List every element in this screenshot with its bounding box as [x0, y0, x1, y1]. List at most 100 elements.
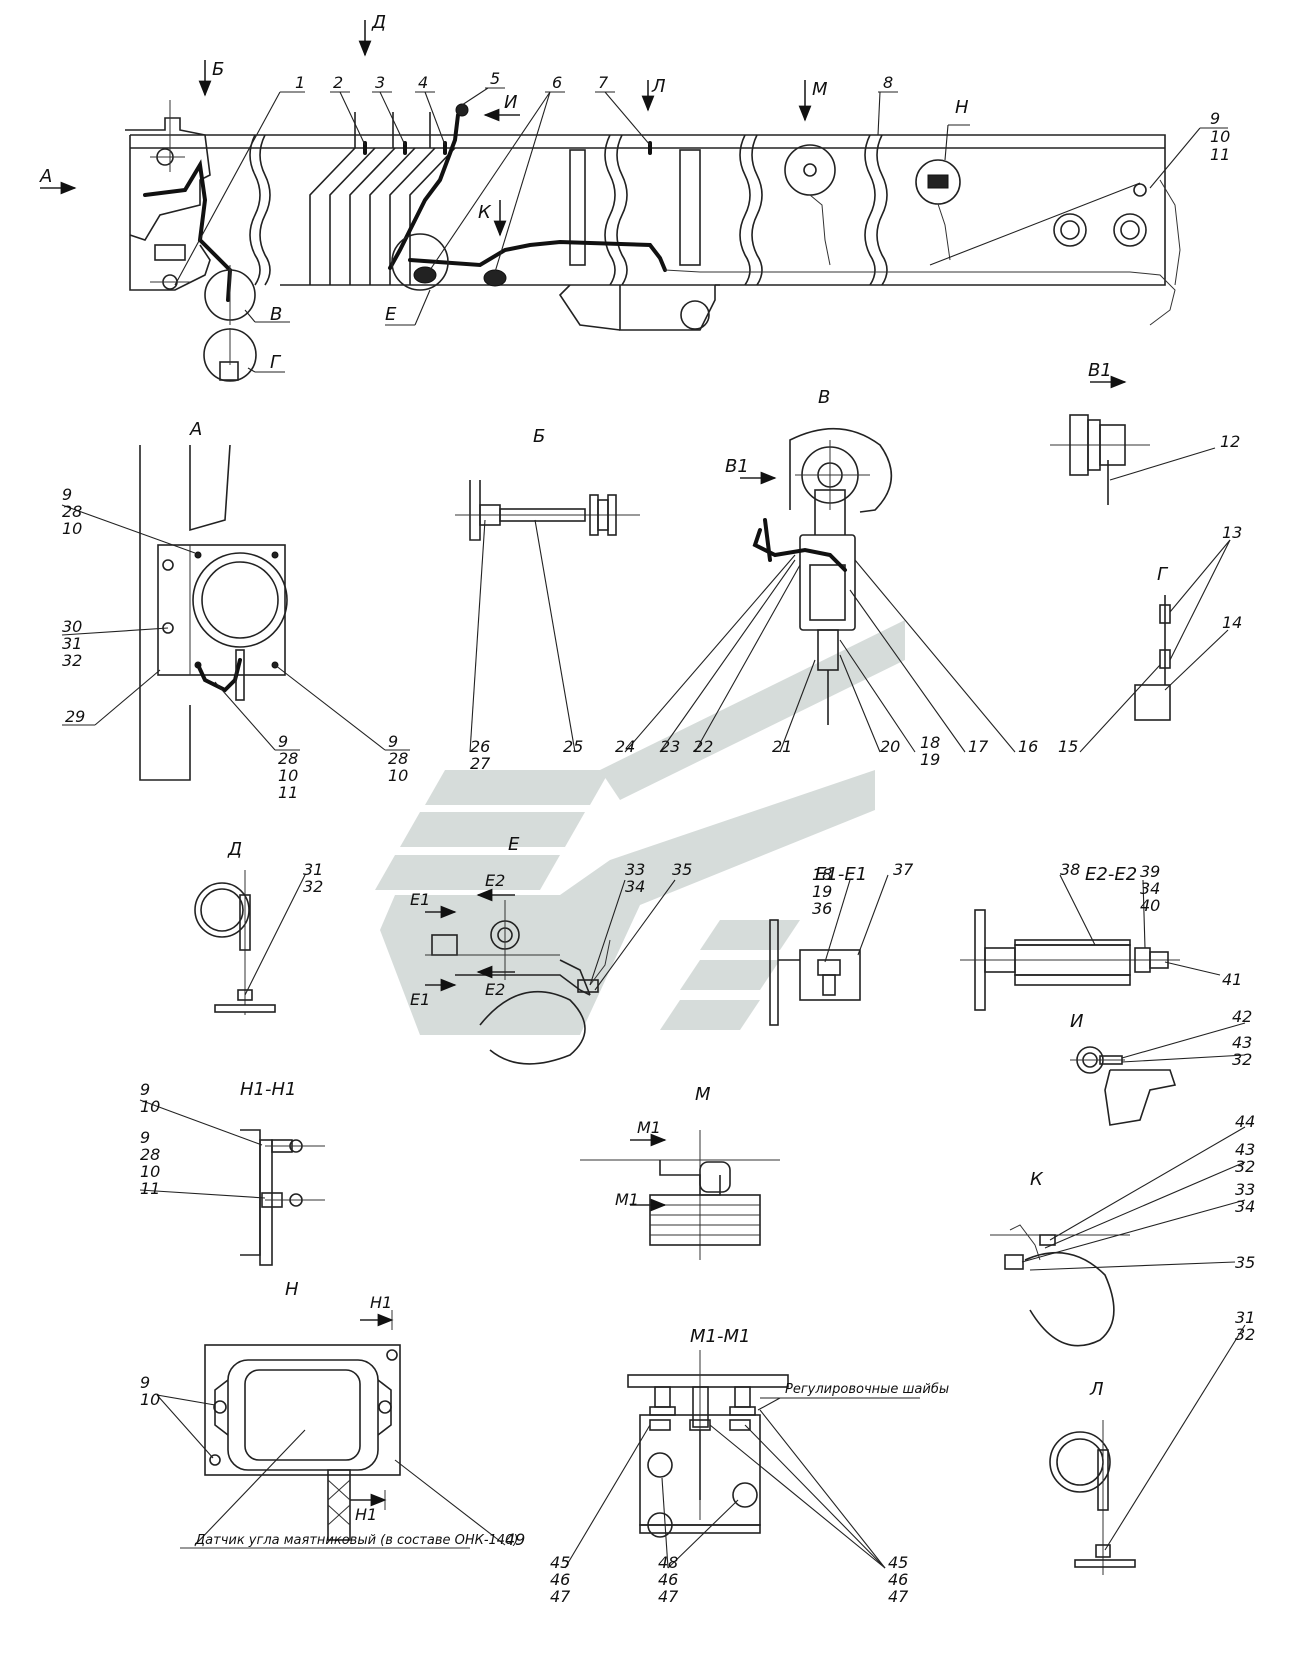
view-e-label-34: 34	[625, 877, 645, 896]
view-l-label-32: 32	[1235, 1325, 1255, 1344]
label-10: 10	[1210, 127, 1230, 146]
view-g: Г 13 14 15	[1058, 523, 1242, 756]
view-v-label-24: 24	[615, 737, 635, 756]
view-e-label-35: 35	[672, 860, 692, 879]
section-e2: Е2-Е2 38 39 34 40 41	[960, 860, 1242, 1011]
view-title-m: М	[695, 1084, 711, 1105]
view-v-label-20: 20	[880, 737, 900, 756]
view-a-label-9: 9	[62, 485, 72, 504]
view-m: М М1 М1	[580, 1084, 780, 1260]
view-a-label-28: 28	[62, 502, 82, 521]
section-m1-label-46c: 46	[888, 1570, 908, 1589]
view-g-label-14: 14	[1222, 613, 1242, 632]
section-n1-label-28: 28	[140, 1145, 160, 1164]
view-v-leaders	[624, 554, 1016, 753]
label-6: 6	[552, 73, 562, 92]
view-title-g: Г	[1157, 564, 1169, 585]
section-m1-label-48: 48	[658, 1553, 678, 1572]
view-v-label-17: 17	[968, 737, 989, 756]
view-i-label-32: 32	[1232, 1050, 1252, 1069]
mark-b: Б	[212, 59, 224, 80]
view-v-label-21: 21	[772, 737, 792, 756]
section-m1-label-47: 47	[550, 1587, 571, 1606]
view-title-a: А	[189, 419, 202, 440]
view-title-e: Е	[508, 834, 520, 855]
view-k-label-33: 33	[1235, 1180, 1255, 1199]
view-e-mark-e2-bottom: Е2	[485, 980, 505, 999]
view-v-label-19: 19	[920, 750, 940, 769]
view-title-b: Б	[533, 426, 545, 447]
view-i-label-42: 42	[1232, 1007, 1252, 1026]
section-m1-label-45b: 45	[888, 1553, 908, 1572]
view-title-v: В	[818, 387, 830, 408]
view-a-label-10b: 10	[278, 766, 298, 785]
section-m1-label-47b: 47	[658, 1587, 679, 1606]
view-title-e1e1: Е1-Е1	[815, 864, 867, 885]
view-k-label-35: 35	[1235, 1253, 1255, 1272]
view-a-label-29: 29	[65, 707, 85, 726]
view-e-mark-e2-top: Е2	[485, 871, 505, 890]
view-a-label-28b: 28	[278, 749, 298, 768]
view-title-d: Д	[227, 839, 242, 860]
view-v: В В1 24 23 22 21 20 18 19 17	[615, 387, 1038, 769]
mark-m: М	[812, 79, 828, 100]
view-title-k: К	[1030, 1169, 1044, 1190]
mark-a: А	[39, 166, 52, 187]
mark-g: Г	[270, 352, 282, 373]
main-view-labels: 1 2 3 4 5 6 7 8 9 10 11 Н В Г Е	[174, 69, 1230, 373]
view-v-label-22: 22	[693, 737, 713, 756]
view-a-label-28c: 28	[388, 749, 408, 768]
view-n-mark-n1-top: Н1	[370, 1293, 392, 1312]
view-title-l: Л	[1089, 1379, 1104, 1400]
mark-n: Н	[955, 97, 969, 118]
section-n1-label-10b: 10	[140, 1162, 160, 1181]
view-m-mark-m1-top: М1	[637, 1118, 661, 1137]
view-e: Е Е2 Е1 Е1 Е2 33 34 35	[410, 834, 692, 1065]
mark-d: Д	[371, 12, 386, 33]
label-4: 4	[418, 73, 428, 92]
section-e1-label-37: 37	[893, 860, 914, 879]
label-9: 9	[1210, 109, 1220, 128]
view-k-label-34: 34	[1235, 1197, 1255, 1216]
section-e2-label-39: 39	[1140, 862, 1160, 881]
main-view: Д Б А И К Л М 1 2 3 4 5 6 7 8	[39, 12, 1230, 382]
section-m1: М1-М1 Регулировочные шайбы 45 46 47 48 4…	[550, 1326, 949, 1606]
view-d-label-31: 31	[303, 860, 323, 879]
label-7: 7	[598, 73, 609, 92]
view-n-note: Датчик угла маятниковый (в составе ОНК-1…	[194, 1533, 518, 1548]
mark-i: И	[504, 92, 517, 113]
view-n-mark-n1-bottom: Н1	[355, 1505, 377, 1524]
view-a-label-30: 30	[62, 617, 82, 636]
view-k-label-43: 43	[1235, 1140, 1255, 1159]
mark-l: Л	[651, 76, 666, 97]
section-e1-label-18: 18	[812, 865, 832, 884]
section-m1-note: Регулировочные шайбы	[785, 1382, 949, 1397]
view-v-mark-v1: В1	[725, 456, 749, 477]
section-e2-label-34: 34	[1140, 879, 1160, 898]
view-l: Л 31 32	[1049, 1308, 1255, 1575]
view-k-label-44: 44	[1235, 1112, 1255, 1131]
section-n1-label-9b: 9	[140, 1128, 150, 1147]
section-e2-label-40: 40	[1140, 896, 1160, 915]
view-l-label-31: 31	[1235, 1308, 1255, 1327]
view-a-label-11b: 11	[278, 783, 298, 802]
view-title-n: Н	[285, 1279, 299, 1300]
mark-v: В	[270, 304, 282, 325]
view-n: Н Н1 Н1 9 10 49 Датчик угла маятниковый …	[140, 1279, 525, 1549]
section-e2-label-41: 41	[1222, 970, 1242, 989]
mark-k: К	[478, 202, 492, 223]
view-b-label-26: 26	[470, 737, 490, 756]
section-n1-label-9: 9	[140, 1080, 150, 1099]
view-a-label-32: 32	[62, 651, 82, 670]
view-v1: В1 12	[1050, 360, 1240, 505]
view-n-label-10: 10	[140, 1390, 160, 1409]
view-e-mark-e1-top: Е1	[410, 890, 430, 909]
view-title-i: И	[1070, 1011, 1083, 1032]
section-n1-label-11: 11	[140, 1179, 160, 1198]
view-a-label-9b: 9	[278, 732, 288, 751]
view-b-label-27: 27	[470, 754, 491, 773]
view-b-label-25: 25	[563, 737, 583, 756]
view-a-label-9c: 9	[388, 732, 398, 751]
view-m-mark-m1-bottom: М1	[615, 1190, 639, 1209]
